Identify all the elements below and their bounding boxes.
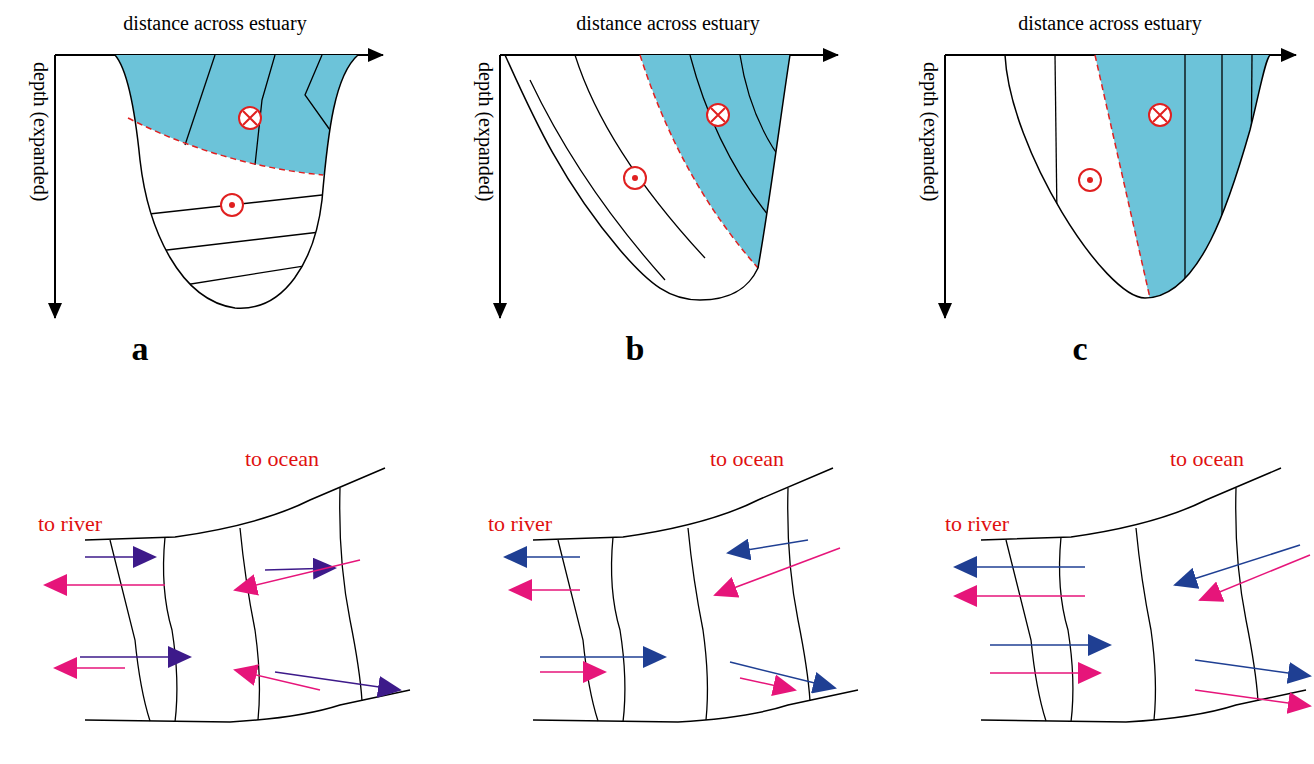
direction-label: to ocean (1170, 447, 1244, 471)
axis-title: distance across estuary (123, 12, 306, 34)
direction-label: to ocean (710, 447, 784, 471)
axis-title: depth (expanded) (920, 62, 942, 201)
axis-title: depth (expanded) (30, 62, 52, 201)
cross-section-b (505, 40, 800, 310)
flow-arrows (45, 540, 1310, 706)
panel-letter: a (132, 330, 149, 367)
direction-label: to river (945, 512, 1009, 536)
cross-section-c (1005, 40, 1300, 300)
panel-letter: c (1072, 330, 1087, 367)
direction-label: to river (38, 512, 102, 536)
axis-title: distance across estuary (1018, 12, 1201, 34)
direction-label: to ocean (245, 447, 319, 471)
cross-section-a (100, 40, 370, 308)
panel-letter: b (626, 330, 645, 367)
plan-view-outlines (85, 468, 1306, 722)
axis-title: distance across estuary (576, 12, 759, 34)
direction-label: to river (488, 512, 552, 536)
axis-title: depth (expanded) (475, 62, 497, 201)
